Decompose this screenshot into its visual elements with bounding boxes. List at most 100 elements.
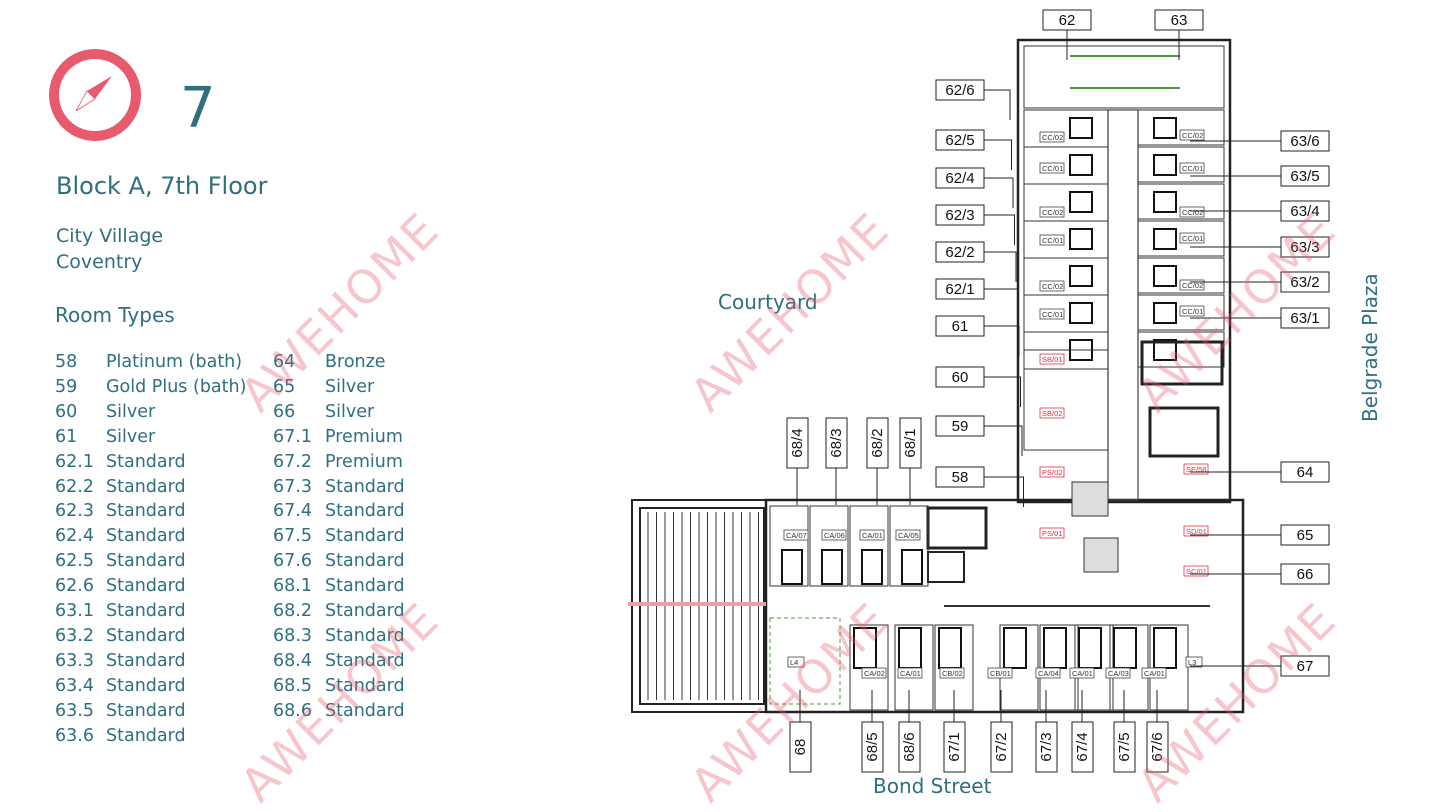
room-tag-box <box>1039 466 1065 478</box>
unit-label-box <box>1280 200 1330 222</box>
room-types-heading: Room Types <box>55 303 175 327</box>
room-lower <box>849 624 889 711</box>
unit-label-box <box>935 241 985 263</box>
room-tag: SC/01 <box>1186 567 1207 576</box>
room-type-code: 62.2 <box>55 476 94 497</box>
room-lower <box>894 624 934 711</box>
room-tag-box <box>1039 234 1065 246</box>
room-type-code: 67.5 <box>273 526 312 547</box>
room-type-name: Silver <box>106 401 156 422</box>
unit-label-box <box>899 417 922 469</box>
room-tag-box <box>939 667 965 679</box>
room-type-name: Standard <box>106 551 186 572</box>
room-east <box>1137 146 1225 183</box>
room-type-name: Standard <box>325 700 405 721</box>
unit-label-box <box>1280 307 1330 329</box>
room-tag: CA/01 <box>1072 669 1093 678</box>
bathroom-pod <box>1078 627 1102 669</box>
room-lower <box>1149 624 1189 711</box>
unit-label: 67/1 <box>946 732 963 761</box>
room-type-name: Standard <box>325 576 405 597</box>
room-type-name: Standard <box>106 501 186 522</box>
stair-core-north <box>1148 406 1220 458</box>
leader-line <box>984 325 1020 356</box>
unit-label: 66 <box>1297 566 1314 583</box>
room-type-name: Standard <box>106 476 186 497</box>
room-tag: CC/01 <box>1042 310 1063 319</box>
unit-label: 67/5 <box>1116 732 1133 761</box>
bathroom-pod <box>1153 117 1177 139</box>
north-wing-outline <box>1016 38 1232 504</box>
room-tag: L3 <box>1188 658 1196 667</box>
room-tag-box <box>1183 565 1209 577</box>
room-type-name: Standard <box>106 675 186 696</box>
lift-core <box>1140 340 1224 386</box>
room-tag: SD/01 <box>1186 527 1207 536</box>
room-west <box>1023 294 1109 333</box>
room-type-name: Standard <box>106 576 186 597</box>
room-tag-box <box>1039 407 1065 419</box>
hatched-area <box>1071 481 1109 517</box>
unit-label-box <box>1146 721 1169 773</box>
unit-label-box <box>943 721 966 773</box>
unit-label-box <box>935 278 985 300</box>
room-tag: L4 <box>790 658 798 667</box>
unit-label: 67/6 <box>1149 732 1166 761</box>
room-tag-box <box>1179 129 1205 141</box>
room-tag-box <box>1183 525 1209 537</box>
room-type-name: Standard <box>325 551 405 572</box>
leader-line <box>984 89 1011 120</box>
room-tag: CC/02 <box>1182 131 1203 140</box>
room-type-name: Silver <box>325 376 375 397</box>
bathroom-pod <box>1153 265 1177 287</box>
bathroom-pod <box>1153 228 1177 250</box>
unit-label-box <box>1280 524 1330 546</box>
room-tag: CA/01 <box>900 669 921 678</box>
north-corridor <box>1107 109 1139 501</box>
unit-label: 68/6 <box>901 732 918 761</box>
room-type-code: 62.3 <box>55 501 94 522</box>
unit-label-box <box>1113 721 1136 773</box>
room-type-name: Standard <box>325 476 405 497</box>
leader-line <box>984 476 1024 507</box>
room-tag: CA/02 <box>864 669 885 678</box>
room-type-code: 68.2 <box>273 601 312 621</box>
unit-label-box <box>786 417 809 469</box>
room-tag-box <box>821 529 847 541</box>
bathroom-pod <box>901 549 923 585</box>
unit-label: 62/5 <box>945 132 974 149</box>
room-east <box>1137 331 1225 368</box>
lift-south <box>927 551 965 583</box>
unit-label-box <box>1280 165 1330 187</box>
bathroom-pod <box>1003 627 1027 669</box>
room-tag-box <box>1039 308 1065 320</box>
room-tag-box <box>1039 206 1065 218</box>
unit-label-box <box>1280 271 1330 293</box>
leader-line <box>984 251 1017 282</box>
unit-label: 65 <box>1297 527 1314 544</box>
leader-line <box>984 288 1018 319</box>
room-tag-box <box>787 656 805 668</box>
room-east <box>1137 220 1225 257</box>
unit-label-box <box>1280 236 1330 258</box>
unit-label-box <box>935 366 985 388</box>
room-tag: CA/07 <box>786 531 807 540</box>
leader-line <box>984 177 1014 208</box>
room-tag-box <box>1179 206 1205 218</box>
room-tag-box <box>1179 279 1205 291</box>
room-tag: CC/01 <box>1042 236 1063 245</box>
bathroom-pod <box>821 549 843 585</box>
unit-label-box <box>935 167 985 189</box>
room-type-code: 68.5 <box>273 675 312 696</box>
room-upper <box>769 505 809 587</box>
room-type-code: 67.4 <box>273 501 312 522</box>
room-tag: CC/01 <box>1042 164 1063 173</box>
room-type-name: Standard <box>106 451 186 472</box>
bathroom-pod <box>1043 627 1067 669</box>
unit-label-box <box>861 721 884 773</box>
room-west <box>1023 220 1109 259</box>
room-tag: CA/01 <box>862 531 883 540</box>
unit-label: 63/1 <box>1290 310 1319 327</box>
room-lower <box>999 624 1039 711</box>
